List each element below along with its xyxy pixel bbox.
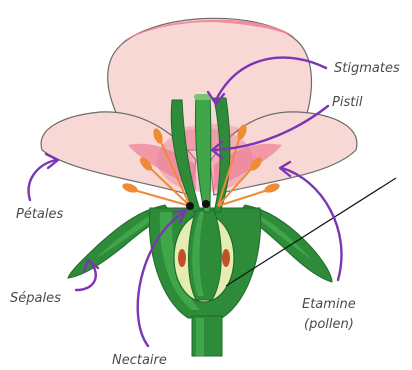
label-nectaire: Nectaire bbox=[112, 353, 167, 368]
ovule bbox=[178, 249, 186, 267]
stem bbox=[192, 316, 222, 356]
label-etamine-pollen: (pollen) bbox=[304, 317, 354, 332]
label-pistil: Pistil bbox=[332, 95, 363, 110]
arrow-petales bbox=[29, 154, 58, 200]
ovule bbox=[222, 249, 230, 267]
label-petales: Pétales bbox=[16, 207, 64, 222]
pistil-style bbox=[189, 210, 222, 300]
nectary-dot bbox=[186, 202, 194, 210]
label-etamine: Etamine bbox=[302, 297, 356, 312]
label-stigmates: Stigmates bbox=[334, 61, 400, 76]
label-sepales: Sépales bbox=[10, 291, 61, 306]
nectary-dot bbox=[202, 200, 210, 208]
